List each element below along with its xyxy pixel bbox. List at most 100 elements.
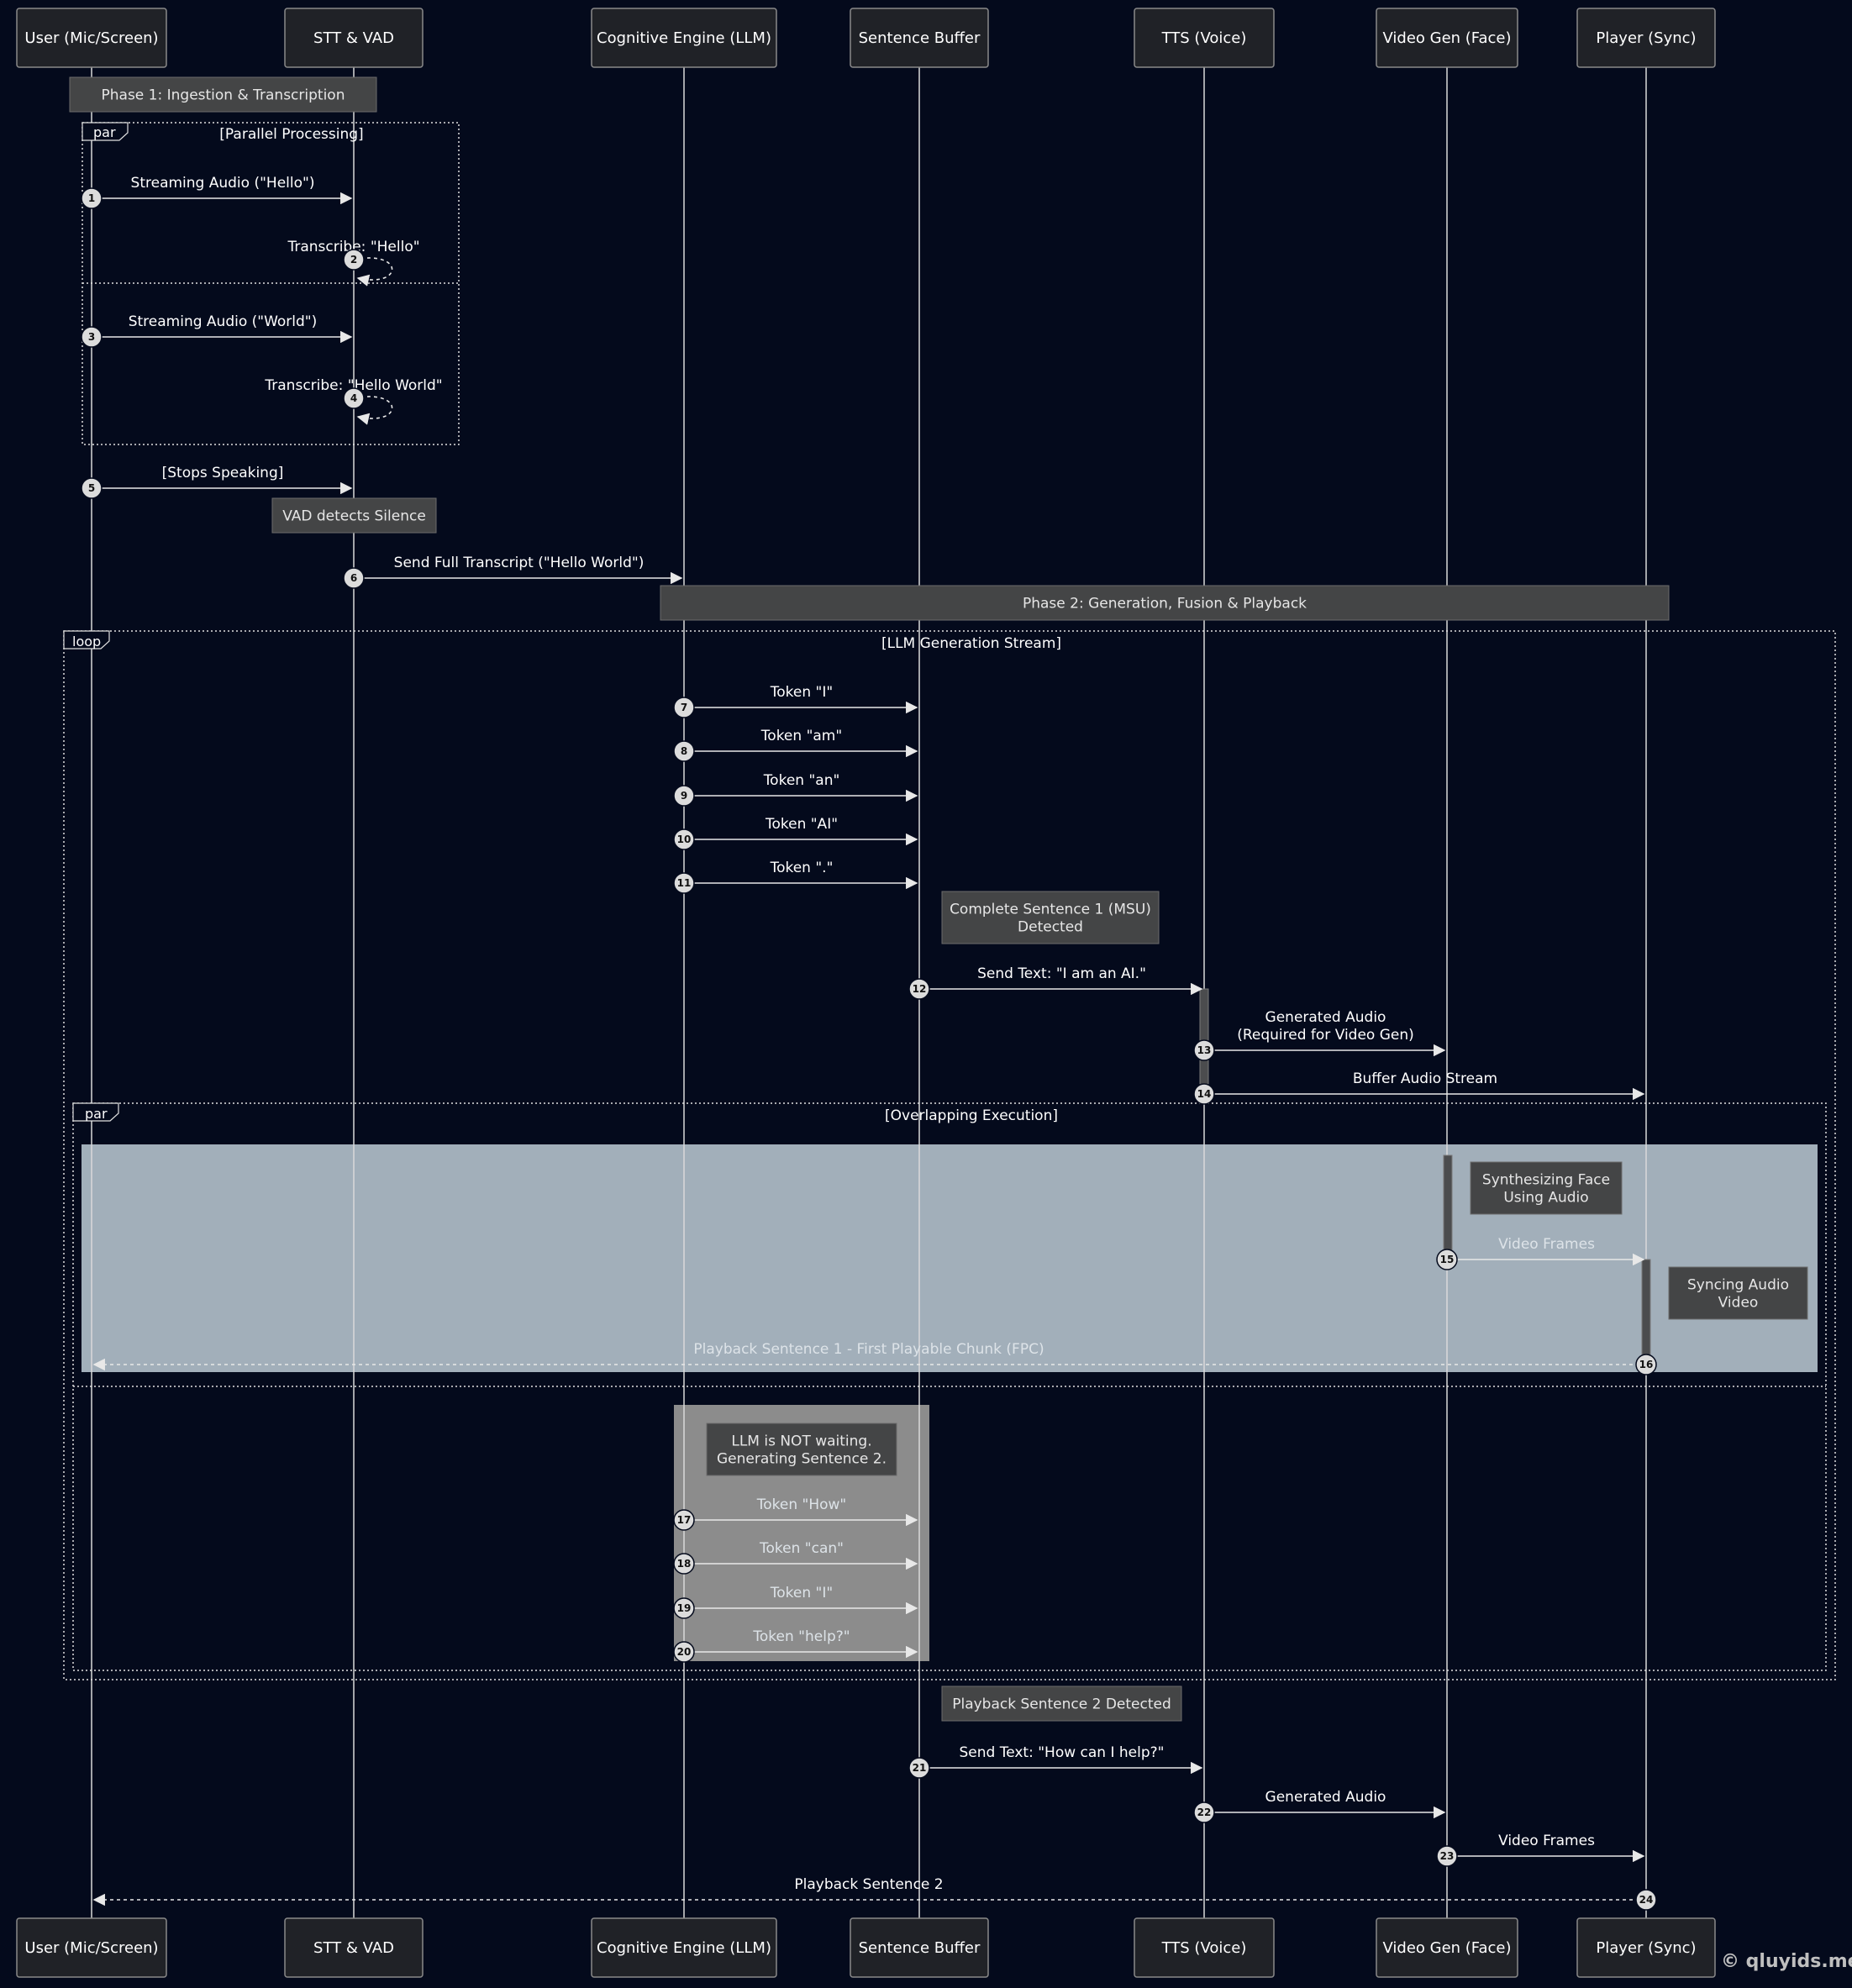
sequence-number-marker [673,1641,695,1663]
actor-tts-top: TTS (Voice) [1134,8,1275,68]
message-label: Token "help?" [752,1628,850,1645]
sequence-number-marker [1193,1083,1215,1105]
frame-par-overlapping-execution: par [Overlapping Execution] [72,1102,1827,1671]
note-box [660,585,1670,621]
sequence-number: 7 [681,702,687,713]
message-label: Generated Audio [1265,1009,1386,1026]
message-label: Streaming Audio ("Hello") [131,175,315,192]
sequence-number-marker [673,872,695,894]
note-text: Phase 1: Ingestion & Transcription [102,87,345,104]
note-box [1470,1161,1623,1215]
note-box [706,1423,897,1476]
actor-box [850,1917,989,1978]
note-box [69,76,377,113]
sequence-number-marker [81,477,103,499]
actor-label: TTS (Voice) [1161,29,1247,47]
frame-label: [LLM Generation Stream] [881,635,1061,652]
actor-box [1376,8,1518,68]
message-label: Token "." [770,860,834,876]
message-label: (Required for Video Gen) [1237,1027,1414,1044]
message-12: Send Text: "I am an AI."12 [908,965,1203,1000]
frame-kind-label: par [85,1106,108,1122]
message-label: Token "an" [763,772,840,789]
sequence-number: 16 [1639,1359,1654,1370]
sequence-number-marker [908,1757,930,1779]
note-vad: VAD detects Silence [271,497,437,534]
sequence-number-marker [673,1553,695,1575]
message-label: Token "AI" [765,816,838,833]
frame-label: [Parallel Processing] [219,126,363,143]
note-text: Detected [1018,919,1083,936]
message-10: Token "AI"10 [673,816,918,850]
message-4: Transcribe: "Hello World"4 [264,377,443,425]
message-label: Send Full Transcript ("Hello World") [394,555,645,571]
sequence-number-marker [1635,1889,1657,1911]
actor-box [1576,8,1716,68]
sequence-number: 21 [913,1762,927,1774]
sequence-number-marker [673,1509,695,1531]
note-text: Video [1718,1295,1759,1312]
note-phase1: Phase 1: Ingestion & Transcription [69,76,377,113]
sequence-number: 8 [681,745,687,757]
message-17: Token "How"17 [673,1496,918,1531]
sequence-number-marker [81,326,103,348]
sequence-number-marker [1436,1845,1458,1867]
message-label: Token "can" [759,1540,844,1557]
message-8: Token "am"8 [673,728,918,762]
actor-box [1376,1917,1518,1978]
message-5: [Stops Speaking] 5 [81,465,353,499]
message-6: Send Full Transcript ("Hello World") 6 [343,555,683,589]
note-text: Complete Sentence 1 (MSU) [950,902,1151,918]
message-2: Transcribe: "Hello"2 [287,239,420,287]
message-label: Buffer Audio Stream [1353,1070,1497,1087]
sequence-number: 5 [88,482,95,494]
sequence-number: 2 [350,254,357,266]
note-text: Syncing Audio [1687,1277,1789,1294]
sequence-number: 12 [913,983,927,995]
actor-label: Player (Sync) [1596,1939,1696,1957]
actor-label: Sentence Buffer [859,29,981,47]
frame-par-parallel-processing: par [Parallel Processing] [82,122,460,445]
sequence-number: 24 [1639,1894,1654,1906]
sequence-number: 19 [677,1602,692,1614]
sequence-number: 3 [88,331,95,343]
sequence-number-marker [673,697,695,718]
note-text: Playback Sentence 2 Detected [952,1696,1171,1713]
actor-box [1576,1917,1716,1978]
sequence-number: 6 [350,572,357,584]
note-box [271,497,437,534]
actor-tts-bottom: TTS (Voice) [1134,1917,1275,1978]
note-msu: Complete Sentence 1 (MSU)Detected [941,891,1160,944]
sequence-number: 13 [1197,1044,1212,1056]
actor-box [16,8,167,68]
self-message-arrow [353,257,393,287]
sequence-number-marker [673,828,695,850]
note-text: Synthesizing Face [1482,1172,1610,1189]
sequence-number: 14 [1197,1088,1212,1100]
message-24: Playback Sentence 224 [92,1876,1657,1911]
frame-label: [Overlapping Execution] [885,1107,1058,1124]
actor-label: TTS (Voice) [1161,1939,1247,1957]
message-label: Transcribe: "Hello World" [264,377,442,394]
message-11: Token "."11 [673,860,918,894]
message-label: [Stops Speaking] [162,465,284,481]
actor-stt-top: STT & VAD [284,8,424,68]
message-1: Streaming Audio ("Hello")1 [81,175,353,209]
message-13: Generated Audio(Required for Video Gen) 1… [1193,1009,1446,1061]
actor-vid-top: Video Gen (Face) [1376,8,1518,68]
message-18: Token "can"18 [673,1540,918,1575]
message-label: Streaming Audio ("World") [129,313,318,330]
message-label: Video Frames [1498,1833,1595,1849]
message-label: Video Frames [1498,1236,1595,1253]
sequence-number-marker [1436,1249,1458,1270]
sequence-number-marker [673,785,695,807]
actor-user-top: User (Mic/Screen) [16,8,167,68]
player-activation-bar [1641,1259,1651,1365]
actor-label: Cognitive Engine (LLM) [597,1939,771,1957]
message-16: Playback Sentence 1 - First Playable Chu… [92,1341,1657,1375]
highlight-regions [82,1144,1818,1661]
actor-llm-top: Cognitive Engine (LLM) [591,8,777,68]
actor-box [850,8,989,68]
